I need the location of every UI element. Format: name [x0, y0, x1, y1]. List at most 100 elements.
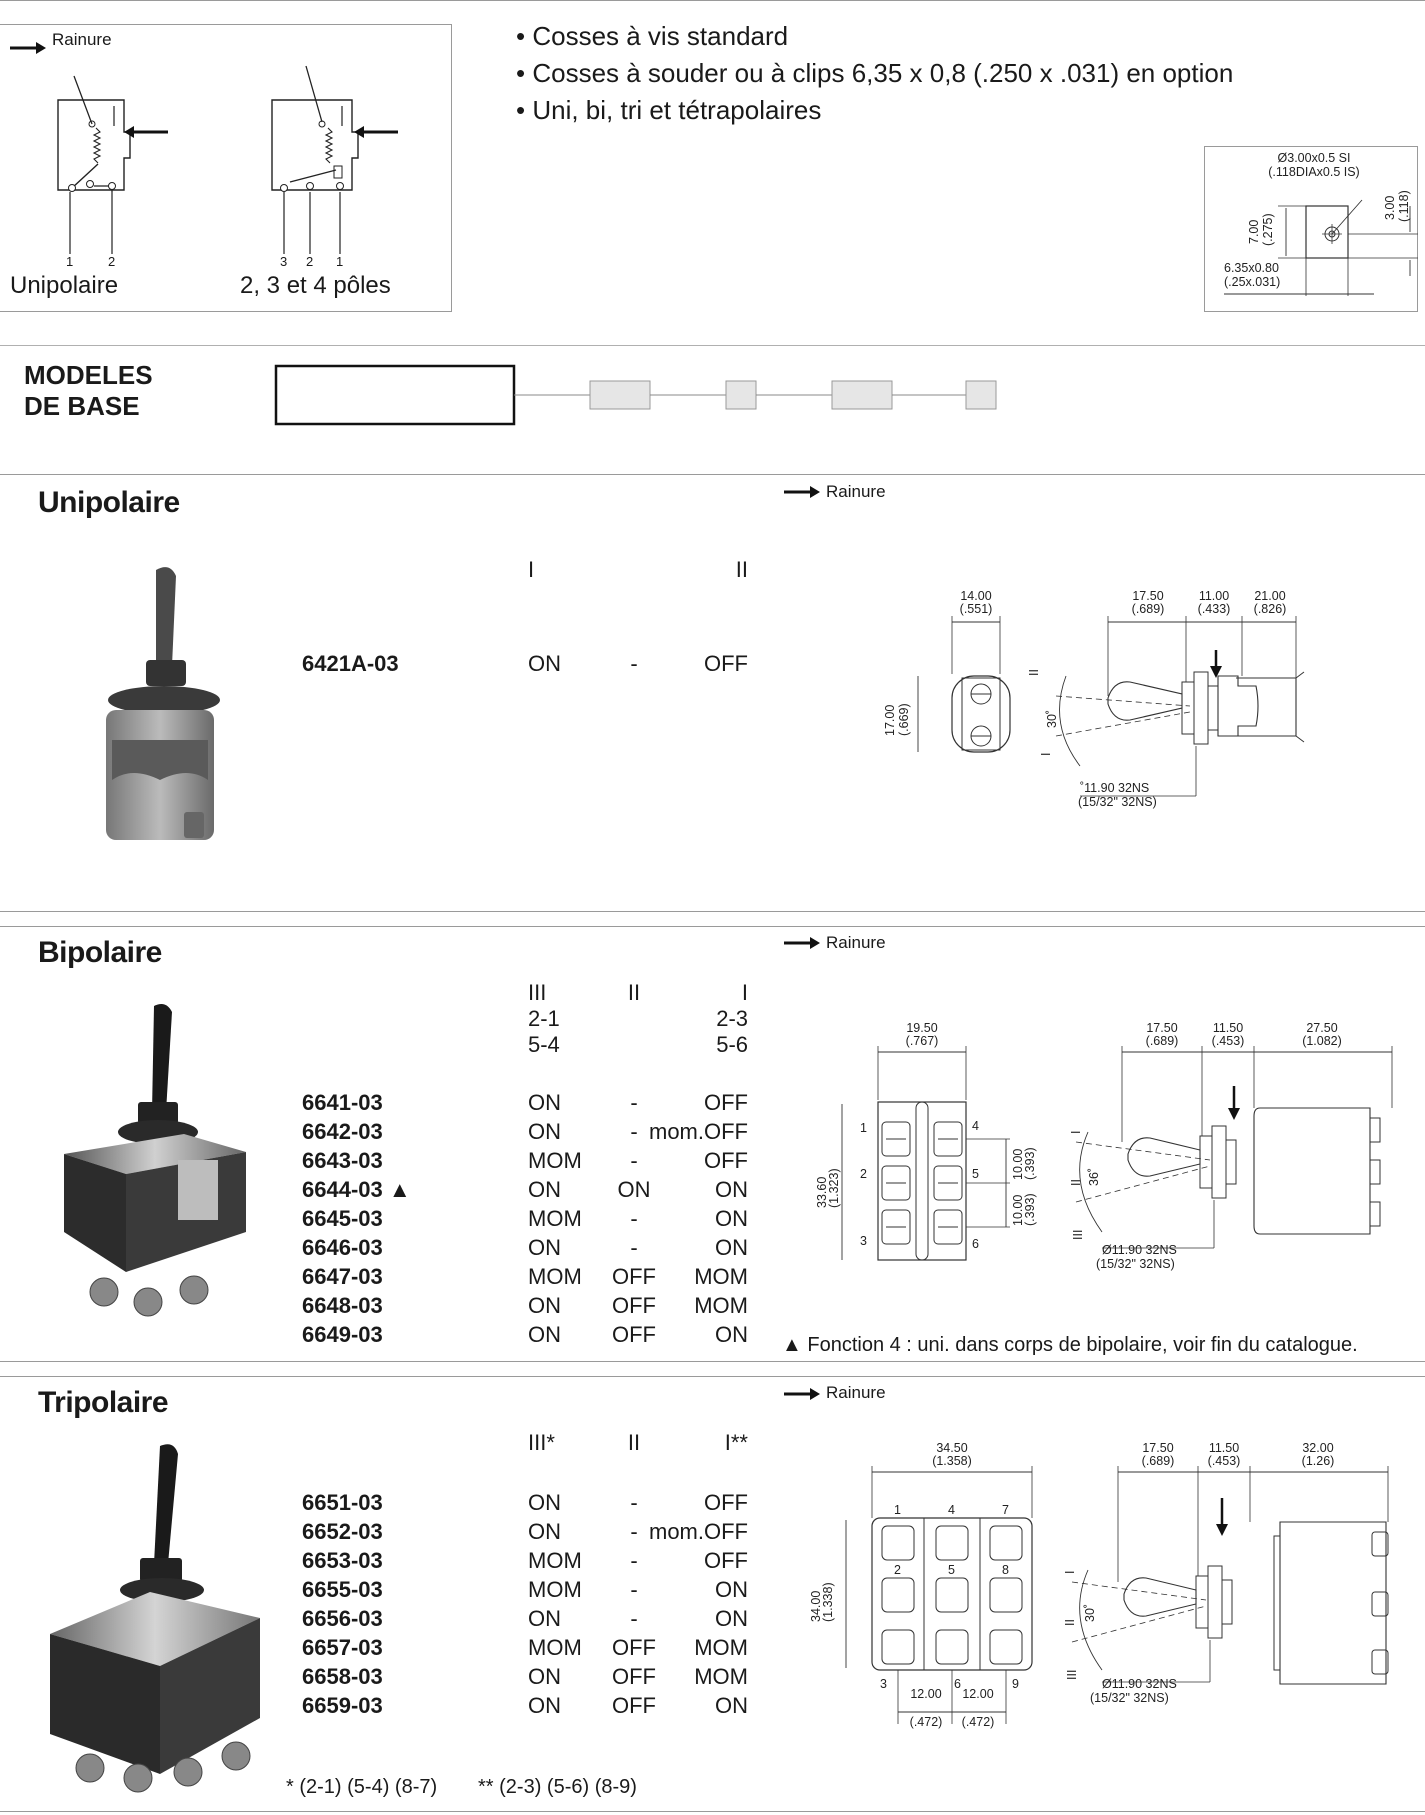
- pin-label: 2: [860, 1167, 867, 1181]
- schematic-box: [0, 24, 452, 312]
- schematic-pin-label: 1: [336, 254, 344, 269]
- pin-label: 1: [860, 1121, 867, 1135]
- dimension-drawing-unipolaire: 14.00 (.551) 17.00 (.669) 17.50 (.689) 1…: [883, 589, 1305, 809]
- schematic-caption-unipolaire: Unipolaire: [10, 272, 119, 299]
- dim-label: (1.323): [827, 1168, 841, 1208]
- terminal-offset-dim: 3.00: [1383, 196, 1397, 220]
- dim-label: 19.50: [906, 1021, 937, 1035]
- position-cell: ON: [528, 1090, 561, 1115]
- position-label: I: [1069, 1131, 1083, 1134]
- model-number: 6659-03: [302, 1693, 383, 1718]
- column-header: III: [528, 980, 547, 1005]
- dim-label: (.393): [1023, 1147, 1037, 1180]
- position-cell: ON: [528, 651, 561, 676]
- terminal-hole-dim-in: (.118DIAx0.5 IS): [1268, 165, 1359, 179]
- dim-label: (.689): [1132, 602, 1165, 616]
- position-cell: MOM: [528, 1148, 582, 1173]
- dim-label: (.767): [906, 1034, 939, 1048]
- position-cell: ON: [528, 1177, 561, 1202]
- position-cell: MOM: [528, 1635, 582, 1660]
- position-cell: OFF: [704, 1090, 748, 1115]
- position-cell: MOM: [528, 1577, 582, 1602]
- model-number: 6646-03: [302, 1235, 383, 1260]
- position-cell: -: [630, 1606, 638, 1631]
- position-cell: MOM: [528, 1264, 582, 1289]
- pin-label: 4: [972, 1119, 979, 1133]
- model-number: 6642-03: [302, 1119, 383, 1144]
- model-number: 6657-03: [302, 1635, 383, 1660]
- schematic-pin-label: 1: [66, 254, 74, 269]
- position-cell: -: [630, 1548, 638, 1573]
- feature-bullet: • Cosses à vis standard: [516, 21, 789, 51]
- pin-label: 5: [948, 1563, 955, 1577]
- terminal-height-dim-in: (.275): [1261, 213, 1275, 246]
- schematic-pin-label: 3: [280, 254, 288, 269]
- unipolaire-section: [0, 476, 1425, 912]
- pin-label: 9: [1012, 1677, 1019, 1691]
- model-number: 6648-03: [302, 1293, 383, 1318]
- schematic-legend-label: Rainure: [52, 30, 112, 49]
- position-cell: ON: [528, 1606, 561, 1631]
- position-cell: MOM: [694, 1264, 748, 1289]
- model-number: 6644-03 ▲: [302, 1177, 411, 1202]
- switch-schematic-diagram: [10, 42, 398, 254]
- position-cell: OFF: [704, 1548, 748, 1573]
- pin-label: 6: [972, 1237, 979, 1251]
- position-cell: ON: [528, 1519, 561, 1544]
- position-cell: ON: [528, 1235, 561, 1260]
- terminal-pair: 5-4: [528, 1032, 560, 1057]
- column-header: II: [627, 1430, 641, 1455]
- position-cell: ON: [617, 1177, 651, 1202]
- dim-label: 12.00: [962, 1687, 993, 1701]
- pin-label: 7: [1002, 1503, 1009, 1517]
- model-code-field-4: [831, 380, 893, 410]
- position-label: III: [1071, 1230, 1085, 1240]
- dim-label: (1.338): [821, 1582, 835, 1622]
- pin-label: 2: [894, 1563, 901, 1577]
- product-photo-unipolaire: [106, 567, 220, 840]
- position-cell: mom.OFF: [649, 1119, 748, 1144]
- position-cell: OFF: [612, 1693, 656, 1718]
- model-number: 6645-03: [302, 1206, 383, 1231]
- position-cell: OFF: [704, 1490, 748, 1515]
- model-number: 6653-03: [302, 1548, 383, 1573]
- dim-label: 32.00: [1302, 1441, 1333, 1455]
- dim-label: 14.00: [960, 589, 991, 603]
- dim-label: 21.00: [1254, 589, 1285, 603]
- rainure-label: Rainure: [826, 933, 886, 952]
- model-code-field-3: [725, 380, 757, 410]
- position-cell: -: [630, 1235, 638, 1260]
- position-cell: OFF: [612, 1664, 656, 1689]
- pin-label: 1: [894, 1503, 901, 1517]
- tripolaire-section: [0, 1378, 1425, 1812]
- dim-label: 30˚: [1045, 710, 1059, 728]
- dim-label: (15/32" 32NS): [1096, 1257, 1175, 1271]
- column-header: III*: [528, 1430, 555, 1455]
- position-cell: ON: [715, 1235, 748, 1260]
- dim-label: 34.00: [809, 1591, 823, 1622]
- dim-label: 10.00: [1011, 1149, 1025, 1180]
- terminal-height-dim: 7.00: [1247, 220, 1261, 244]
- position-cell: -: [630, 1519, 638, 1544]
- dim-label: (.472): [910, 1715, 943, 1729]
- pin-label: 3: [860, 1234, 867, 1248]
- position-cell: ON: [715, 1577, 748, 1602]
- rainure-arrow-icon: [784, 486, 820, 498]
- column-header: I**: [724, 1430, 748, 1455]
- model-number: 6655-03: [302, 1577, 383, 1602]
- section-rule: [0, 1376, 1425, 1377]
- dim-label: 17.50: [1132, 589, 1163, 603]
- model-code-field-2: [589, 380, 651, 410]
- bipolaire-section: [0, 928, 1425, 1362]
- position-cell: ON: [715, 1322, 748, 1347]
- position-cell: MOM: [528, 1206, 582, 1231]
- position-cell: ON: [528, 1693, 561, 1718]
- position-label: I: [1063, 1571, 1077, 1574]
- pin-label: 3: [880, 1677, 887, 1691]
- dim-label: (.433): [1198, 602, 1231, 616]
- section-rule: [0, 474, 1425, 475]
- position-cell: ON: [528, 1490, 561, 1515]
- pin-label: 5: [972, 1167, 979, 1181]
- dim-label: ˚11.90 32NS: [1080, 781, 1149, 795]
- position-cell: -: [630, 1148, 638, 1173]
